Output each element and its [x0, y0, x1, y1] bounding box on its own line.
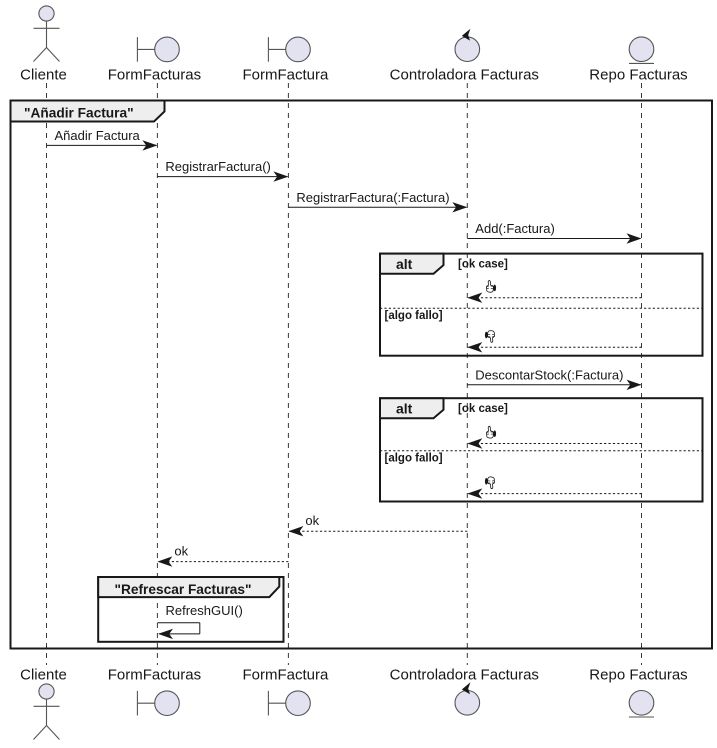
svg-text:"Añadir Factura": "Añadir Factura": [24, 105, 134, 120]
svg-text:FormFactura: FormFactura: [242, 667, 329, 684]
svg-text:Repo Facturas: Repo Facturas: [589, 667, 687, 684]
svg-text:ok: ok: [174, 543, 188, 558]
svg-text:alt: alt: [396, 256, 413, 272]
svg-text:"Refrescar Facturas": "Refrescar Facturas": [115, 582, 252, 597]
svg-text:[algo fallo]: [algo fallo]: [385, 452, 443, 464]
svg-text:RefreshGUI(): RefreshGUI(): [166, 603, 243, 618]
svg-text:Cliente: Cliente: [20, 67, 67, 84]
svg-text:Añadir Factura: Añadir Factura: [55, 128, 141, 143]
svg-text:[ok case]: [ok case]: [458, 259, 508, 271]
svg-text:Controladora Facturas: Controladora Facturas: [390, 67, 539, 84]
svg-text:[ok case]: [ok case]: [458, 403, 508, 415]
svg-text:DescontarStock(:Factura): DescontarStock(:Factura): [475, 367, 623, 382]
svg-text:[algo fallo]: [algo fallo]: [385, 310, 443, 322]
svg-text:FormFactura: FormFactura: [242, 67, 329, 84]
svg-text:alt: alt: [396, 400, 413, 416]
svg-text:Cliente: Cliente: [20, 667, 67, 684]
svg-text:FormFacturas: FormFacturas: [108, 667, 201, 684]
svg-text:RegistrarFactura(:Factura): RegistrarFactura(:Factura): [296, 190, 449, 205]
svg-text:ok: ok: [305, 513, 319, 528]
svg-text:Repo Facturas: Repo Facturas: [589, 67, 687, 84]
svg-text:FormFacturas: FormFacturas: [108, 67, 201, 84]
svg-text:Controladora Facturas: Controladora Facturas: [390, 667, 539, 684]
svg-text:Add(:Factura): Add(:Factura): [475, 221, 554, 236]
svg-text:RegistrarFactura(): RegistrarFactura(): [165, 159, 270, 174]
